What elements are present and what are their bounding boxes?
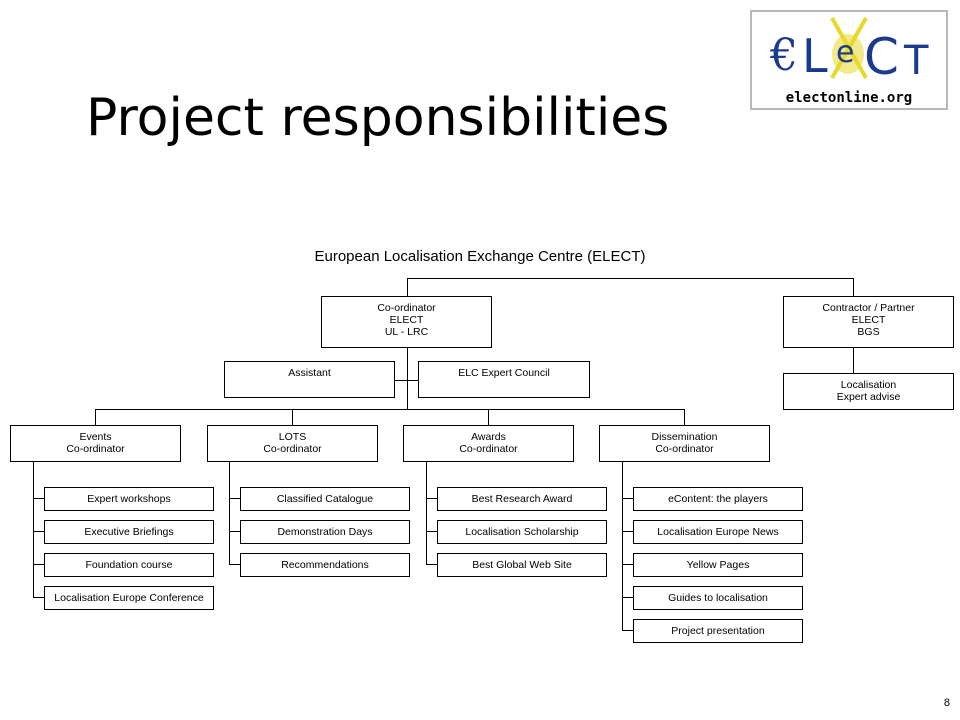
- svg-text:C: C: [864, 28, 899, 86]
- events-item: Localisation Europe Conference: [44, 586, 214, 610]
- connector-contractor-down: [853, 348, 854, 373]
- svg-text:T: T: [903, 38, 929, 84]
- connector-events-spine: [33, 462, 34, 598]
- contractor-box: Contractor / Partner ELECT BGS: [783, 296, 954, 348]
- connector-awards-item: [426, 498, 437, 499]
- connector-departments-horizontal: [95, 409, 685, 410]
- events-item: Foundation course: [44, 553, 214, 577]
- connector-dept-dissemination: [684, 409, 685, 425]
- svg-text:€: €: [769, 30, 798, 81]
- events-item: Expert workshops: [44, 487, 214, 511]
- elect-logo-icon: € L e C T: [769, 17, 929, 86]
- dissemination-item: eContent: the players: [633, 487, 803, 511]
- connector-events-item: [33, 531, 44, 532]
- connector-coordinator-stem: [407, 278, 408, 296]
- lots-item: Classified Catalogue: [240, 487, 410, 511]
- connector-awards-spine: [426, 462, 427, 565]
- lots-item: Demonstration Days: [240, 520, 410, 544]
- svg-text:e: e: [836, 35, 854, 70]
- department-awards: Awards Co-ordinator: [403, 425, 574, 462]
- connector-lots-spine: [229, 462, 230, 565]
- connector-lots-item: [229, 531, 240, 532]
- dissemination-item: Localisation Europe News: [633, 520, 803, 544]
- logo-url: electonline.org: [785, 90, 913, 106]
- awards-item: Best Global Web Site: [437, 553, 607, 577]
- department-events: Events Co-ordinator: [10, 425, 181, 462]
- connector-events-item: [33, 498, 44, 499]
- connector-dissemination-item: [622, 498, 633, 499]
- coordinator-box: Co-ordinator ELECT UL - LRC: [321, 296, 492, 348]
- connector-events-item: [33, 597, 44, 598]
- connector-awards-item: [426, 564, 437, 565]
- connector-lots-item: [229, 564, 240, 565]
- connector-dissemination-item: [622, 630, 633, 631]
- connector-dissemination-item: [622, 597, 633, 598]
- org-chart-title: European Localisation Exchange Centre (E…: [314, 248, 646, 265]
- connector-dissemination-item: [622, 531, 633, 532]
- connector-coordinator-down: [407, 348, 408, 409]
- lots-item: Recommendations: [240, 553, 410, 577]
- connector-awards-item: [426, 531, 437, 532]
- department-dissemination: Dissemination Co-ordinator: [599, 425, 770, 462]
- connector-events-item: [33, 564, 44, 565]
- dissemination-item: Guides to localisation: [633, 586, 803, 610]
- awards-item: Best Research Award: [437, 487, 607, 511]
- assistant-box: Assistant: [224, 361, 395, 398]
- svg-text:L: L: [802, 29, 828, 83]
- page-number: 8: [943, 697, 950, 709]
- connector-staff-horizontal: [394, 380, 418, 381]
- slide-title: Project responsibilities: [86, 88, 670, 148]
- awards-item: Localisation Scholarship: [437, 520, 607, 544]
- expert-advise-box: Localisation Expert advise: [783, 373, 954, 410]
- connector-lots-item: [229, 498, 240, 499]
- dissemination-item: Yellow Pages: [633, 553, 803, 577]
- elect-logo: € L e C T electonline.org: [750, 10, 948, 110]
- connector-dept-events: [95, 409, 96, 425]
- department-lots: LOTS Co-ordinator: [207, 425, 378, 462]
- expert-council-box: ELC Expert Council: [418, 361, 590, 398]
- events-item: Executive Briefings: [44, 520, 214, 544]
- connector-dissemination-item: [622, 564, 633, 565]
- dissemination-item: Project presentation: [633, 619, 803, 643]
- connector-top-horizontal: [407, 278, 854, 279]
- connector-dissemination-spine: [622, 462, 623, 630]
- connector-contractor-stem: [853, 278, 854, 296]
- connector-dept-lots: [292, 409, 293, 425]
- connector-dept-awards: [488, 409, 489, 425]
